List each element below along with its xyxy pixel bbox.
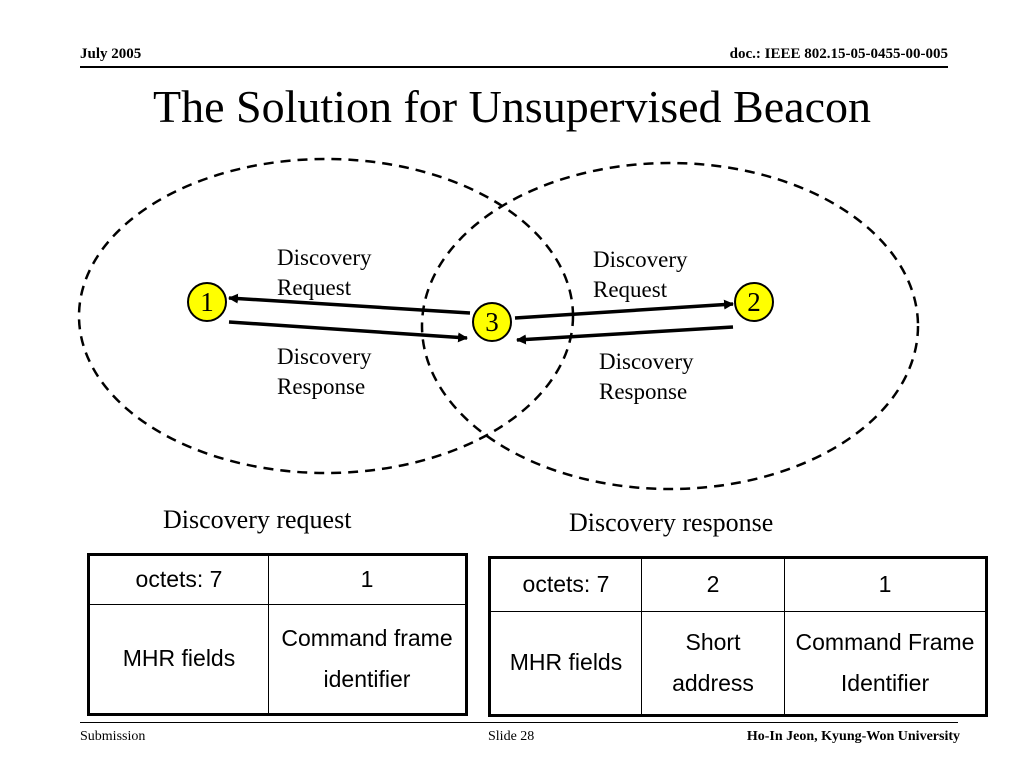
table-cell: MHR fields — [88, 604, 269, 715]
footer-slide-number: Slide 28 — [488, 729, 535, 744]
node-2-circle — [734, 282, 774, 322]
node-3: 3 — [472, 302, 512, 342]
left-response-line1: Discovery — [277, 344, 372, 369]
arrow-left-request — [228, 293, 471, 315]
node-3-circle — [472, 302, 512, 342]
coverage-circle-right — [420, 161, 920, 491]
header-date: July 2005 — [80, 46, 142, 62]
right-response-line1: Discovery — [599, 349, 694, 374]
table-row: MHR fields Short address Command Frame I… — [489, 611, 987, 716]
table-cell: Command Frame Identifier — [784, 611, 987, 716]
request-table-caption: Discovery request — [163, 505, 352, 534]
response-frame-table: octets: 7 2 1 MHR fields Short address C… — [488, 556, 988, 717]
table-cell: octets: 7 — [88, 554, 269, 605]
request-frame-table: octets: 7 1 MHR fields Command frame ide… — [87, 553, 468, 716]
footer-rule — [80, 722, 958, 723]
diagram-labels: Discovery Request Discovery Response Dis… — [277, 245, 694, 404]
header-rule — [80, 66, 948, 68]
left-request-line1: Discovery — [277, 245, 372, 270]
footer-submission: Submission — [80, 729, 146, 744]
response-table-caption: Discovery response — [569, 508, 774, 537]
table-row: MHR fields Command frame identifier — [88, 604, 467, 715]
node-1: 1 — [187, 282, 227, 322]
slide-title: The Solution for Unsupervised Beacon — [153, 81, 871, 132]
node-3-label: 3 — [485, 307, 499, 337]
table-cell: MHR fields — [489, 611, 642, 716]
left-request-line2: Request — [277, 275, 352, 300]
table-cell: Command frame identifier — [268, 604, 467, 715]
header-doc-id: doc.: IEEE 802.15-05-0455-00-005 — [729, 46, 948, 62]
node-2: 2 — [734, 282, 774, 322]
right-response-line2: Response — [599, 379, 687, 404]
arrow-right-request — [514, 299, 734, 320]
table-cell: 1 — [268, 554, 467, 605]
table-cell: 1 — [784, 557, 987, 612]
node-2-label: 2 — [747, 287, 761, 317]
left-response-line2: Response — [277, 374, 365, 399]
arrow-left-response — [228, 320, 468, 343]
node-1-label: 1 — [200, 287, 214, 317]
table-row: octets: 7 1 — [88, 554, 467, 605]
right-request-line1: Discovery — [593, 247, 688, 272]
table-cell: Short address — [641, 611, 785, 716]
footer-authors: Ho-In Jeon, Kyung-Won University — [746, 729, 960, 744]
table-cell: 2 — [641, 557, 785, 612]
table-cell: octets: 7 — [489, 557, 642, 612]
table-row: octets: 7 2 1 — [489, 557, 987, 612]
discovery-diagram: 1 2 3 Discovery Request Discovery Respon… — [77, 157, 920, 491]
arrow-right-response — [516, 325, 734, 345]
node-1-circle — [187, 282, 227, 322]
right-request-line2: Request — [593, 277, 668, 302]
